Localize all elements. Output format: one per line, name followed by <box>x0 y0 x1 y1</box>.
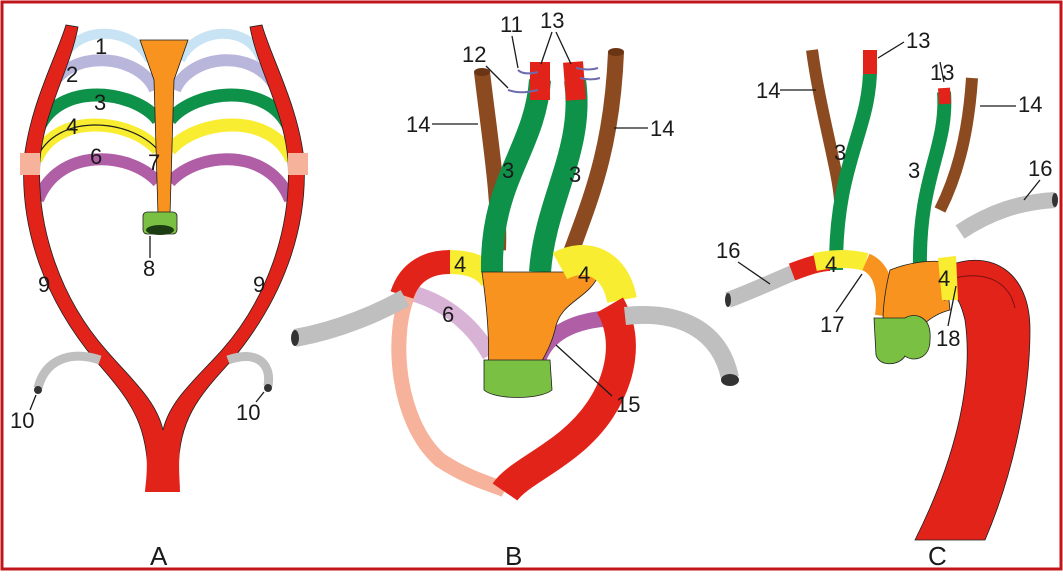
label-a-10-right: 10 <box>236 400 260 425</box>
vessel-3-right-c <box>920 92 944 270</box>
vessel-13-right-c <box>944 88 945 104</box>
aorta-base <box>145 445 180 492</box>
segment-salmon-left <box>20 153 40 175</box>
gray-vessel-right-c <box>960 200 1055 232</box>
vessel-10-left <box>38 356 100 388</box>
aortic-sac <box>140 40 188 215</box>
panel-label-c: C <box>928 541 947 571</box>
label-b-4-left: 4 <box>454 252 466 277</box>
label-a-7: 7 <box>148 150 160 175</box>
panel-label-a: A <box>150 541 168 571</box>
label-b-3-right: 3 <box>569 162 581 187</box>
label-a-2: 2 <box>66 62 78 87</box>
truncus-b <box>484 360 552 398</box>
label-a-6: 6 <box>90 144 102 169</box>
label-b-13: 13 <box>540 8 564 33</box>
label-c-14-right: 14 <box>1018 92 1042 117</box>
truncus-c <box>874 316 930 364</box>
label-a-9-left: 9 <box>38 272 50 297</box>
label-c-13-left: 13 <box>906 28 930 53</box>
gray-vessel-left-c <box>728 270 800 300</box>
label-b-14-left: 14 <box>406 112 430 137</box>
label-c-4-left: 4 <box>825 252 837 277</box>
label-b-15: 15 <box>616 392 640 417</box>
panel-b: 11 12 13 14 14 3 3 4 4 6 15 B <box>291 8 739 571</box>
label-c-4-right: 4 <box>938 266 950 291</box>
label-c-16-right: 16 <box>1028 156 1052 181</box>
label-b-4-right: 4 <box>578 262 590 287</box>
segment-salmon-right <box>288 153 308 175</box>
arch-4-left-c <box>815 259 866 262</box>
label-c-16-left: 16 <box>716 238 740 263</box>
label-b-14-right: 14 <box>650 116 674 141</box>
label-a-9-right: 9 <box>253 272 265 297</box>
gray-vessel-left-b <box>295 298 405 338</box>
gray-vessel-right-b <box>625 315 730 378</box>
label-c-3-left: 3 <box>834 140 846 165</box>
vessel-17 <box>866 262 885 316</box>
vessel-14-left-c <box>812 50 840 200</box>
vessel-3-left-c <box>836 62 870 270</box>
panel-a: 1 2 3 4 6 7 8 9 9 10 10 A <box>10 25 308 571</box>
label-c-17: 17 <box>820 312 844 337</box>
panel-label-b: B <box>505 541 522 571</box>
panel-c: 13 13 14 14 16 16 3 3 4 4 17 18 C <box>716 28 1058 571</box>
label-b-6: 6 <box>442 302 454 327</box>
label-a-1: 1 <box>95 34 107 59</box>
arch-6-right <box>170 159 290 200</box>
label-c-14-left: 14 <box>756 78 780 103</box>
label-a-10-left: 10 <box>10 408 34 433</box>
label-b-11: 11 <box>500 12 523 37</box>
label-c-18: 18 <box>936 326 960 351</box>
label-b-3-left: 3 <box>502 158 514 183</box>
label-b-12: 12 <box>462 42 486 67</box>
vessel-13-right-b <box>573 62 576 100</box>
label-a-4: 4 <box>66 114 78 139</box>
label-a-3: 3 <box>94 90 106 115</box>
vessel-10-right <box>228 356 269 386</box>
label-a-8: 8 <box>143 256 155 281</box>
label-c-3-right: 3 <box>908 158 920 183</box>
